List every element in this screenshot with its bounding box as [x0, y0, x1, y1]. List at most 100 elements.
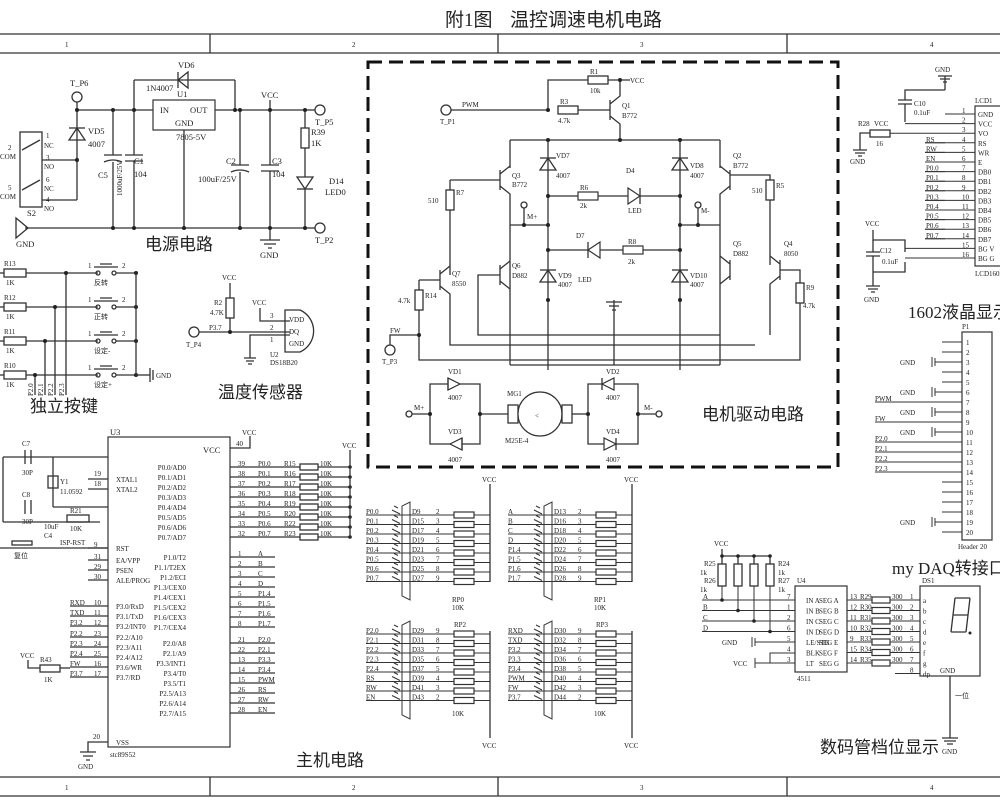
resistor-network-element	[453, 668, 475, 676]
q7-value: 8550	[452, 280, 467, 288]
rp-ref: RP0	[452, 596, 465, 604]
decoder-input-net: D	[703, 625, 708, 633]
motor-drive-circuit: T_P1 PWM R3 4.7k R1 10k VCC Q1 B772 VD7 …	[382, 68, 816, 464]
led-light-icon	[391, 653, 401, 662]
reset-button[interactable]	[11, 540, 33, 546]
lcd-pin-net: P0.5	[926, 213, 939, 221]
test-point-tp6[interactable]	[71, 91, 83, 103]
c8-value: 30P	[22, 518, 33, 526]
pullup-resistor-value: 10K	[320, 490, 332, 498]
resistor-r6	[577, 191, 599, 201]
led-ref: D28	[554, 575, 567, 583]
push-button-4[interactable]	[94, 365, 118, 370]
mcu-pin-number: 21	[238, 636, 246, 644]
led-ref: D18	[554, 527, 567, 535]
mcu-pin-net: P1.6	[258, 610, 271, 618]
resistor-network-element	[595, 577, 617, 586]
decoder-input-pin: 3	[787, 656, 791, 664]
q2-value: B772	[733, 162, 749, 170]
segment-resistor-value: 300	[892, 656, 903, 664]
lcd-pin-net: EN	[926, 155, 935, 163]
mcu-pin-name: P0.4/AD4	[158, 504, 187, 512]
mcu-pin-number: 15	[238, 676, 246, 684]
led-ref: D20	[554, 537, 567, 545]
mcu-pin-net: P0.2	[258, 480, 271, 488]
led-light-icon	[391, 634, 401, 643]
segment-resistor-ref: R31	[860, 614, 872, 622]
decoder-output-pin: 10	[850, 625, 858, 633]
pullup-ref: R25	[704, 560, 716, 568]
led-light-icon	[391, 534, 401, 543]
u1-gnd: GND	[175, 118, 193, 128]
segment-resistor-value: 300	[892, 635, 903, 643]
s2-pin6-label: NC	[44, 185, 54, 193]
led-light-icon	[533, 643, 543, 653]
decoder-output-pin: 15	[850, 646, 858, 654]
led-ref: D38	[554, 665, 567, 673]
test-point-tp3[interactable]	[384, 344, 396, 356]
push-button-1[interactable]	[94, 263, 118, 268]
key-pin-1: 1	[88, 330, 92, 338]
mcu-pin-net: P2.0	[258, 636, 271, 644]
mcu-pin-net: P3.2	[70, 619, 83, 627]
led-ref: D25	[412, 565, 425, 573]
lcd-pin-name: BG V	[978, 245, 994, 253]
test-point-tp5[interactable]	[314, 104, 326, 116]
led-light-icon	[391, 662, 401, 672]
motor-plus-terminal[interactable]	[405, 410, 413, 418]
lcd-pin-number: 15	[962, 241, 970, 249]
r5-value: 510	[752, 187, 763, 195]
r14-value: 4.7k	[398, 297, 411, 305]
figure-number: 附1图	[445, 9, 493, 31]
mcu-pin-name: P0.3/AD3	[158, 494, 187, 502]
decoder-output-name: SEG C	[819, 618, 839, 626]
key-pin-1: 1	[88, 364, 92, 372]
led-light-icon	[533, 572, 543, 581]
tp4-label: T_P4	[186, 341, 202, 349]
mcu-pin-name: RST	[116, 545, 130, 553]
resistor-network-element	[595, 530, 617, 538]
lcd-pin-number: 12	[962, 213, 970, 221]
test-point-tp4[interactable]	[188, 326, 200, 338]
mcu-pin-number: 2	[238, 560, 242, 568]
motor-minus-terminal[interactable]	[655, 410, 663, 418]
test-point-tp2[interactable]	[314, 222, 326, 234]
led-net-label: RW	[366, 684, 377, 692]
mcu-pin-name: P1.6/CEX3	[154, 614, 187, 622]
lcd-pin-name: DB4	[978, 207, 992, 215]
mcu-pin-name: P1.0/T2	[164, 554, 187, 562]
decoder-output-pin: 13	[850, 593, 858, 601]
push-button-3[interactable]	[94, 331, 118, 336]
rp-pin: 7	[578, 646, 582, 654]
mcu-pin-name: P2.2/A10	[116, 634, 143, 642]
rp-pin: 2	[578, 508, 582, 516]
rp-pin: 5	[578, 537, 582, 545]
xtal2-pin-num: 18	[94, 480, 102, 488]
push-button-2[interactable]	[94, 297, 118, 302]
led-ref: D13	[554, 508, 567, 516]
header-p1	[961, 331, 993, 541]
mcu-pin-name: VSS	[116, 739, 129, 747]
pullup-resistor	[299, 463, 319, 471]
switch-s2[interactable]	[19, 131, 43, 208]
c7-value: 30P	[22, 469, 33, 477]
led-light-icon	[391, 672, 401, 681]
mcu-pin-name: P3.6/WR	[116, 664, 142, 672]
transistor-q4-icon	[769, 255, 781, 335]
lcd-pin-net: P0.3	[926, 193, 939, 201]
led-net-label: P0.6	[366, 565, 379, 573]
mg1-value: M25E-4	[505, 437, 529, 445]
vd3-ref: VD3	[448, 428, 462, 436]
mcu-u3-chip	[107, 436, 231, 748]
u3-vss-pin-num: 20	[93, 733, 101, 741]
decoder-output-name: SEG D	[819, 629, 839, 637]
lcd-pin-number: 14	[962, 232, 970, 240]
resistor-network-element	[453, 677, 475, 686]
test-point-tp1[interactable]	[440, 104, 452, 116]
ds1-ref: DS1	[922, 577, 935, 585]
rp-pin: 9	[578, 627, 582, 635]
vd9-value: 4007	[558, 281, 573, 289]
y1-ref: Y1	[60, 478, 69, 486]
mplus-node: M+	[527, 213, 537, 221]
